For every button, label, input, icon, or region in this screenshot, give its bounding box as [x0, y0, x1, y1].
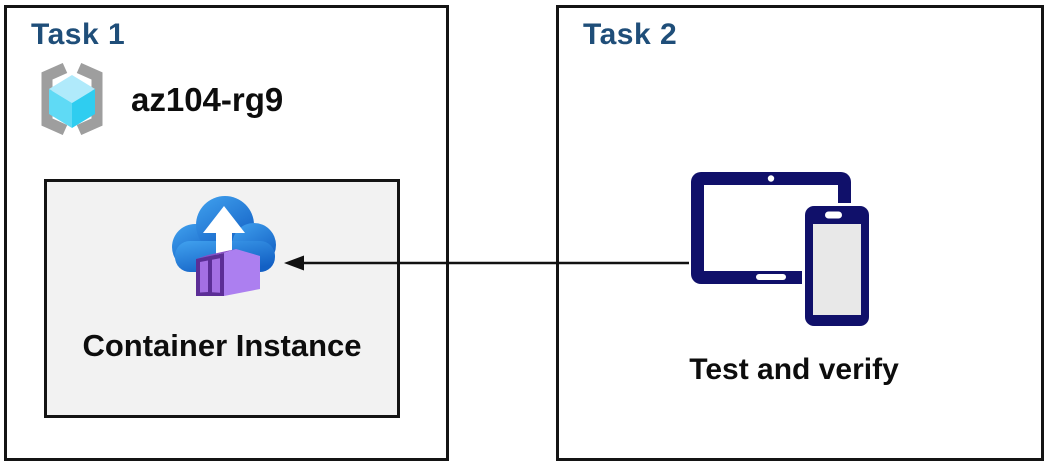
container-instance-icon — [165, 189, 283, 308]
task2-box: Task 2 Test and verify — [556, 5, 1044, 461]
task1-title: Task 1 — [31, 18, 126, 51]
resource-group-name: az104-rg9 — [131, 80, 284, 118]
resource-group-icon — [33, 62, 111, 140]
resource-group-row: az104-rg9 — [33, 62, 284, 140]
container-instance-label: Container Instance — [82, 328, 362, 363]
tablet-and-phone-icon — [686, 167, 876, 338]
test-verify-label: Test and verify — [689, 353, 899, 386]
task1-box: Task 1 az104-rg9 — [4, 5, 449, 461]
container-instance-box: Container Instance — [44, 179, 400, 418]
task2-title: Task 2 — [583, 18, 678, 51]
